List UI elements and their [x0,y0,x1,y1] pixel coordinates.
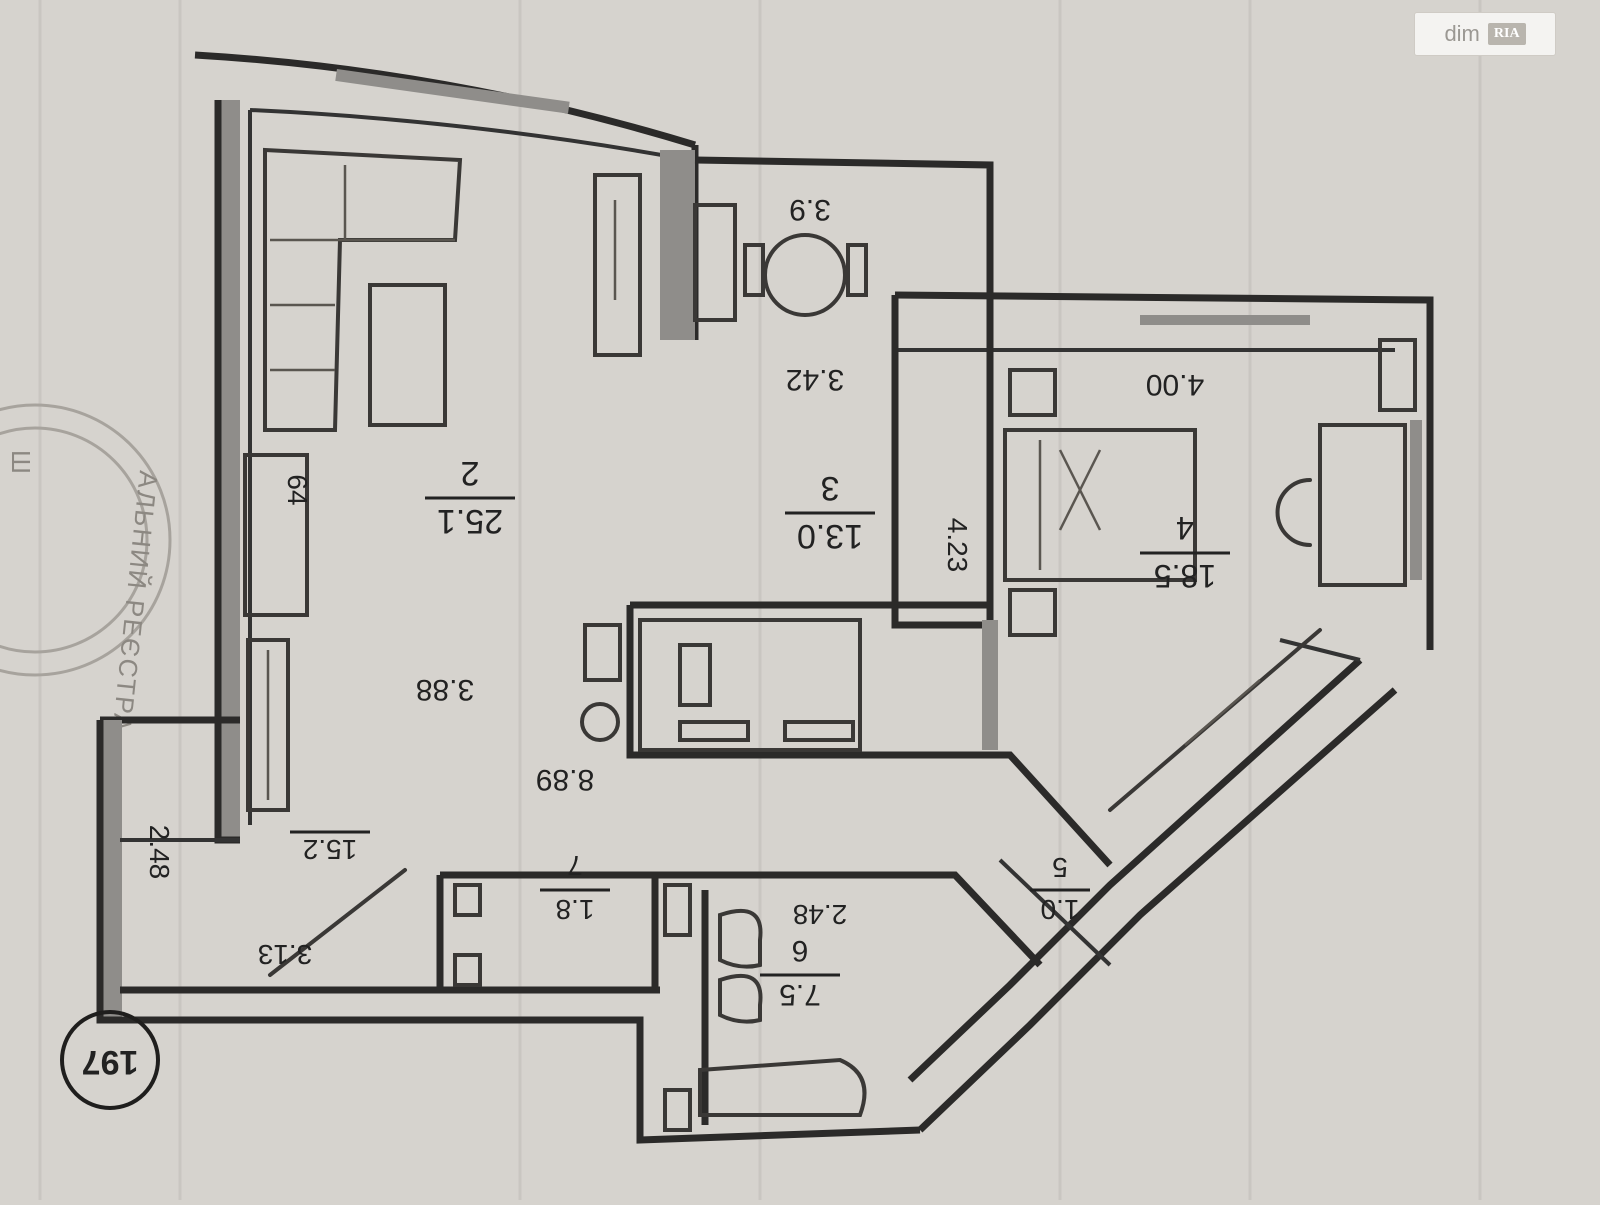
room-3-id: 3 [821,469,840,507]
dim-living-length: 8.89 [536,763,594,796]
dimensions: 3.9 3.42 4.00 3.88 8.89 4.23 2.48 2.48 3… [144,193,1204,970]
dim-kitchen-width: 3.9 [789,193,831,226]
furniture [243,147,1417,1132]
sheet-number: 197 [82,1043,139,1081]
watermark-brand: dim [1444,21,1480,46]
room-7-id: 7 [567,850,583,881]
sheet-number-badge: 197 [60,1010,160,1110]
dim-living-width: 3.88 [416,673,474,706]
room-6-area: 7.5 [779,978,821,1011]
dim-room3-width: 3.42 [786,363,844,396]
room-5-area: 1.0 [1041,894,1080,925]
room-7-area: 1.8 [556,894,595,925]
stamp-edge-letter: Ш [6,450,36,476]
room-4-id: 4 [1176,510,1194,546]
hall-area: 15.2 [303,834,358,865]
paper-texture [38,0,1482,1200]
room-labels: 25.1 2 13.0 3 18.5 4 1.0 5 7.5 6 1.8 7 [290,454,1230,1011]
dim-entry-width: 3.13 [258,939,313,970]
registrar-stamp: АЛЬНИЙ РЕЄСТРА Ш [0,403,172,735]
room-2-area: 25.1 [437,502,503,540]
room-6-id: 6 [792,934,809,967]
dim-bedroom-depth: 4.23 [942,518,973,573]
walls [96,51,1434,1144]
dim-bath-width: 2.48 [793,899,848,930]
room-4-area: 18.5 [1154,558,1216,594]
room-5-id: 5 [1052,852,1068,883]
watermark-badge: RIA [1487,23,1526,45]
dim-hall-depth: 2.48 [144,825,175,880]
room-2-id: 2 [461,454,480,492]
room-3-area: 13.0 [797,517,863,555]
dim-wardrobe: 64 [282,474,313,505]
dim-bedroom-width: 4.00 [1146,368,1204,401]
dimria-watermark: dim RIA [1414,12,1556,56]
